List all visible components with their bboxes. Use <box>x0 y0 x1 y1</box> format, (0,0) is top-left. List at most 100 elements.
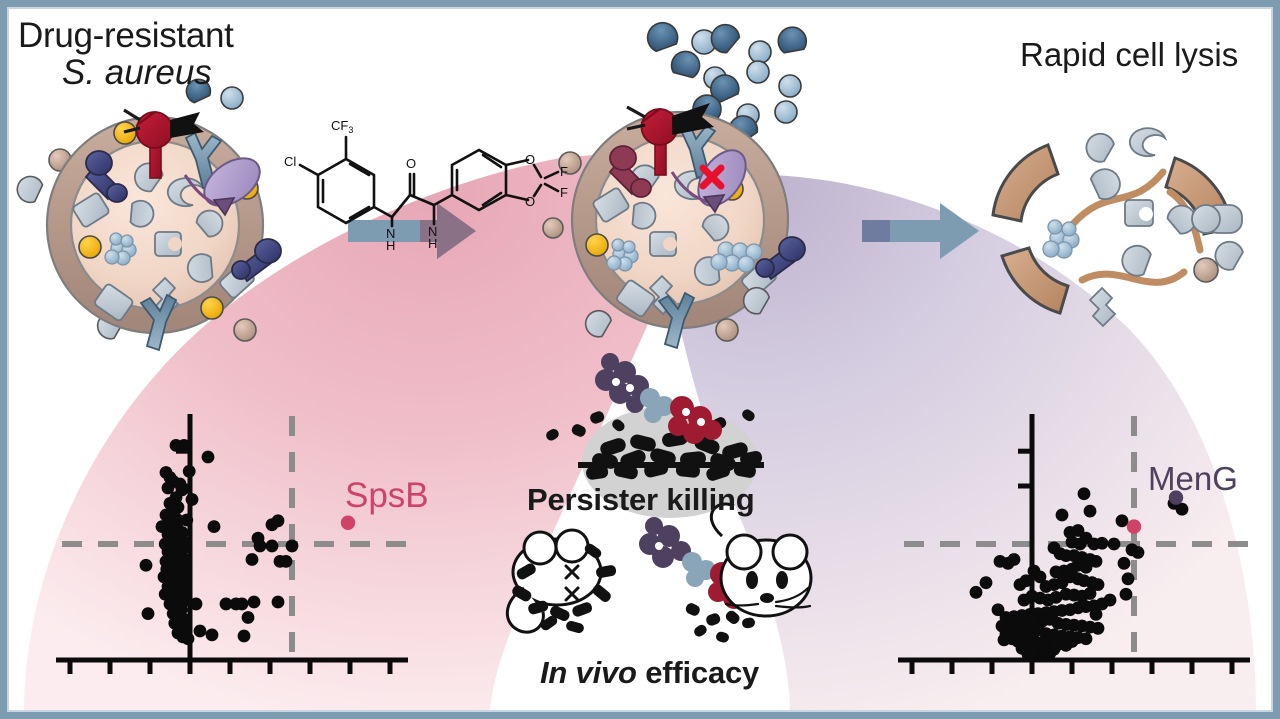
atom-h2: H <box>428 236 437 251</box>
treated-mouse-face <box>746 571 788 603</box>
scatter-point <box>189 597 203 611</box>
scatter-point <box>991 603 1005 617</box>
atom-n2: N <box>428 224 437 239</box>
scatter-point <box>247 595 261 609</box>
persister-killing-icon <box>546 353 764 518</box>
meng-volcano-plot <box>898 414 1250 674</box>
scatter-point <box>245 553 259 566</box>
scatter-point <box>969 585 983 599</box>
scatter-point <box>177 439 191 452</box>
scatter-point <box>1049 565 1063 579</box>
scatter-point <box>1091 578 1105 591</box>
scatter-point-highlight <box>340 515 356 530</box>
infected-mouse-x-eyes <box>564 564 580 602</box>
caption-efficacy-roman: efficacy <box>636 655 760 690</box>
caption-in-vivo-efficacy: In vivo efficacy <box>540 655 759 691</box>
scatter-point <box>241 611 255 624</box>
atom-f2: F <box>560 185 568 200</box>
scatter-point <box>997 633 1011 647</box>
scatter-point <box>1119 587 1133 601</box>
scatter-point <box>193 624 207 638</box>
scatter-point <box>201 450 215 464</box>
scatter-point <box>1017 593 1031 607</box>
scatter-point <box>285 539 299 553</box>
scatter-point <box>141 607 155 620</box>
cell-intact <box>16 78 282 352</box>
atom-o-dioxole-top: O <box>525 152 535 167</box>
cell-lysed <box>991 127 1244 328</box>
process-arrow-1 <box>348 203 476 259</box>
released-cytoplasm-right <box>1042 127 1244 328</box>
scatter-point <box>1131 546 1145 559</box>
chemical-atom-labels: Cl CF3 O N H N H O O F F <box>284 118 568 253</box>
scatter-point <box>1117 556 1131 570</box>
scatter-point <box>265 539 279 553</box>
chemical-structure <box>298 135 560 228</box>
scatter-point <box>207 520 221 533</box>
process-arrow-2 <box>862 203 979 259</box>
scatter-point <box>161 481 175 495</box>
spsb-protein-middle <box>626 103 714 176</box>
caption-persister-killing: Persister killing <box>527 482 755 517</box>
atom-cl: Cl <box>284 154 296 169</box>
scatter-point <box>205 628 219 642</box>
rod-bacteria <box>546 409 763 481</box>
meng-protein-left <box>183 157 261 217</box>
cell-treated <box>542 21 808 350</box>
atom-f1: F <box>560 164 568 179</box>
scatter-point <box>1073 537 1087 551</box>
scatter-point <box>1095 536 1109 550</box>
label-meng: MenG <box>1148 460 1238 497</box>
scatter-point <box>1065 635 1079 648</box>
scatter-point <box>271 595 285 609</box>
scatter-point <box>279 555 293 568</box>
scatter-point <box>139 558 153 572</box>
atom-o-carbonyl: O <box>406 156 416 171</box>
meng-protein-inhibited <box>670 149 747 214</box>
scatter-point <box>1055 508 1069 522</box>
scatter-point <box>1013 578 1027 591</box>
treated-mouse-icon <box>709 502 813 618</box>
spsb-volcano-plot <box>56 414 408 674</box>
scatter-point <box>1039 580 1053 593</box>
caption-in-vivo-italic: In vivo <box>540 655 637 690</box>
scatter-point <box>1083 504 1097 518</box>
scatter-point <box>1071 524 1085 537</box>
red-x-icon <box>699 164 725 190</box>
scatter-point <box>1091 621 1105 635</box>
spsb-protein-left <box>123 108 204 179</box>
scatter-point <box>1107 537 1121 551</box>
atom-n1: N <box>386 226 395 241</box>
scatter-point <box>1049 590 1063 604</box>
scatter-point <box>253 539 267 553</box>
cytoplasmic-proteins-middle <box>606 164 763 316</box>
in-vivo-efficacy-icons <box>506 502 813 643</box>
membrane-proteins-left <box>72 108 282 352</box>
scatter-point <box>979 576 993 590</box>
scatter-point <box>1079 632 1093 646</box>
scatter-point <box>1089 607 1103 621</box>
scatter-point <box>1121 572 1135 586</box>
atom-cf3: CF3 <box>331 118 353 135</box>
scatter-point <box>1077 487 1091 501</box>
scatter-point <box>1083 587 1097 600</box>
treated-mouse-whiskers <box>724 586 812 609</box>
infecting-bacteria <box>512 543 617 634</box>
scatter-point <box>1089 555 1103 568</box>
title-drug-resistant: Drug-resistant <box>18 16 234 55</box>
scatter-point <box>219 597 233 611</box>
scatter-point <box>271 514 285 528</box>
extracellular-particles-left <box>16 78 257 342</box>
title-rapid-cell-lysis: Rapid cell lysis <box>1020 36 1239 73</box>
scatter-point-secondary-highlight <box>1126 519 1142 534</box>
scatter-point-highlight <box>1168 490 1184 505</box>
scatter-point <box>237 629 251 643</box>
scatter-point <box>1115 514 1129 528</box>
scatter-point <box>235 597 249 611</box>
atom-o-dioxole-bottom: O <box>525 194 535 209</box>
atom-h1: H <box>386 238 395 253</box>
title-s-aureus: S. aureus <box>62 53 212 92</box>
